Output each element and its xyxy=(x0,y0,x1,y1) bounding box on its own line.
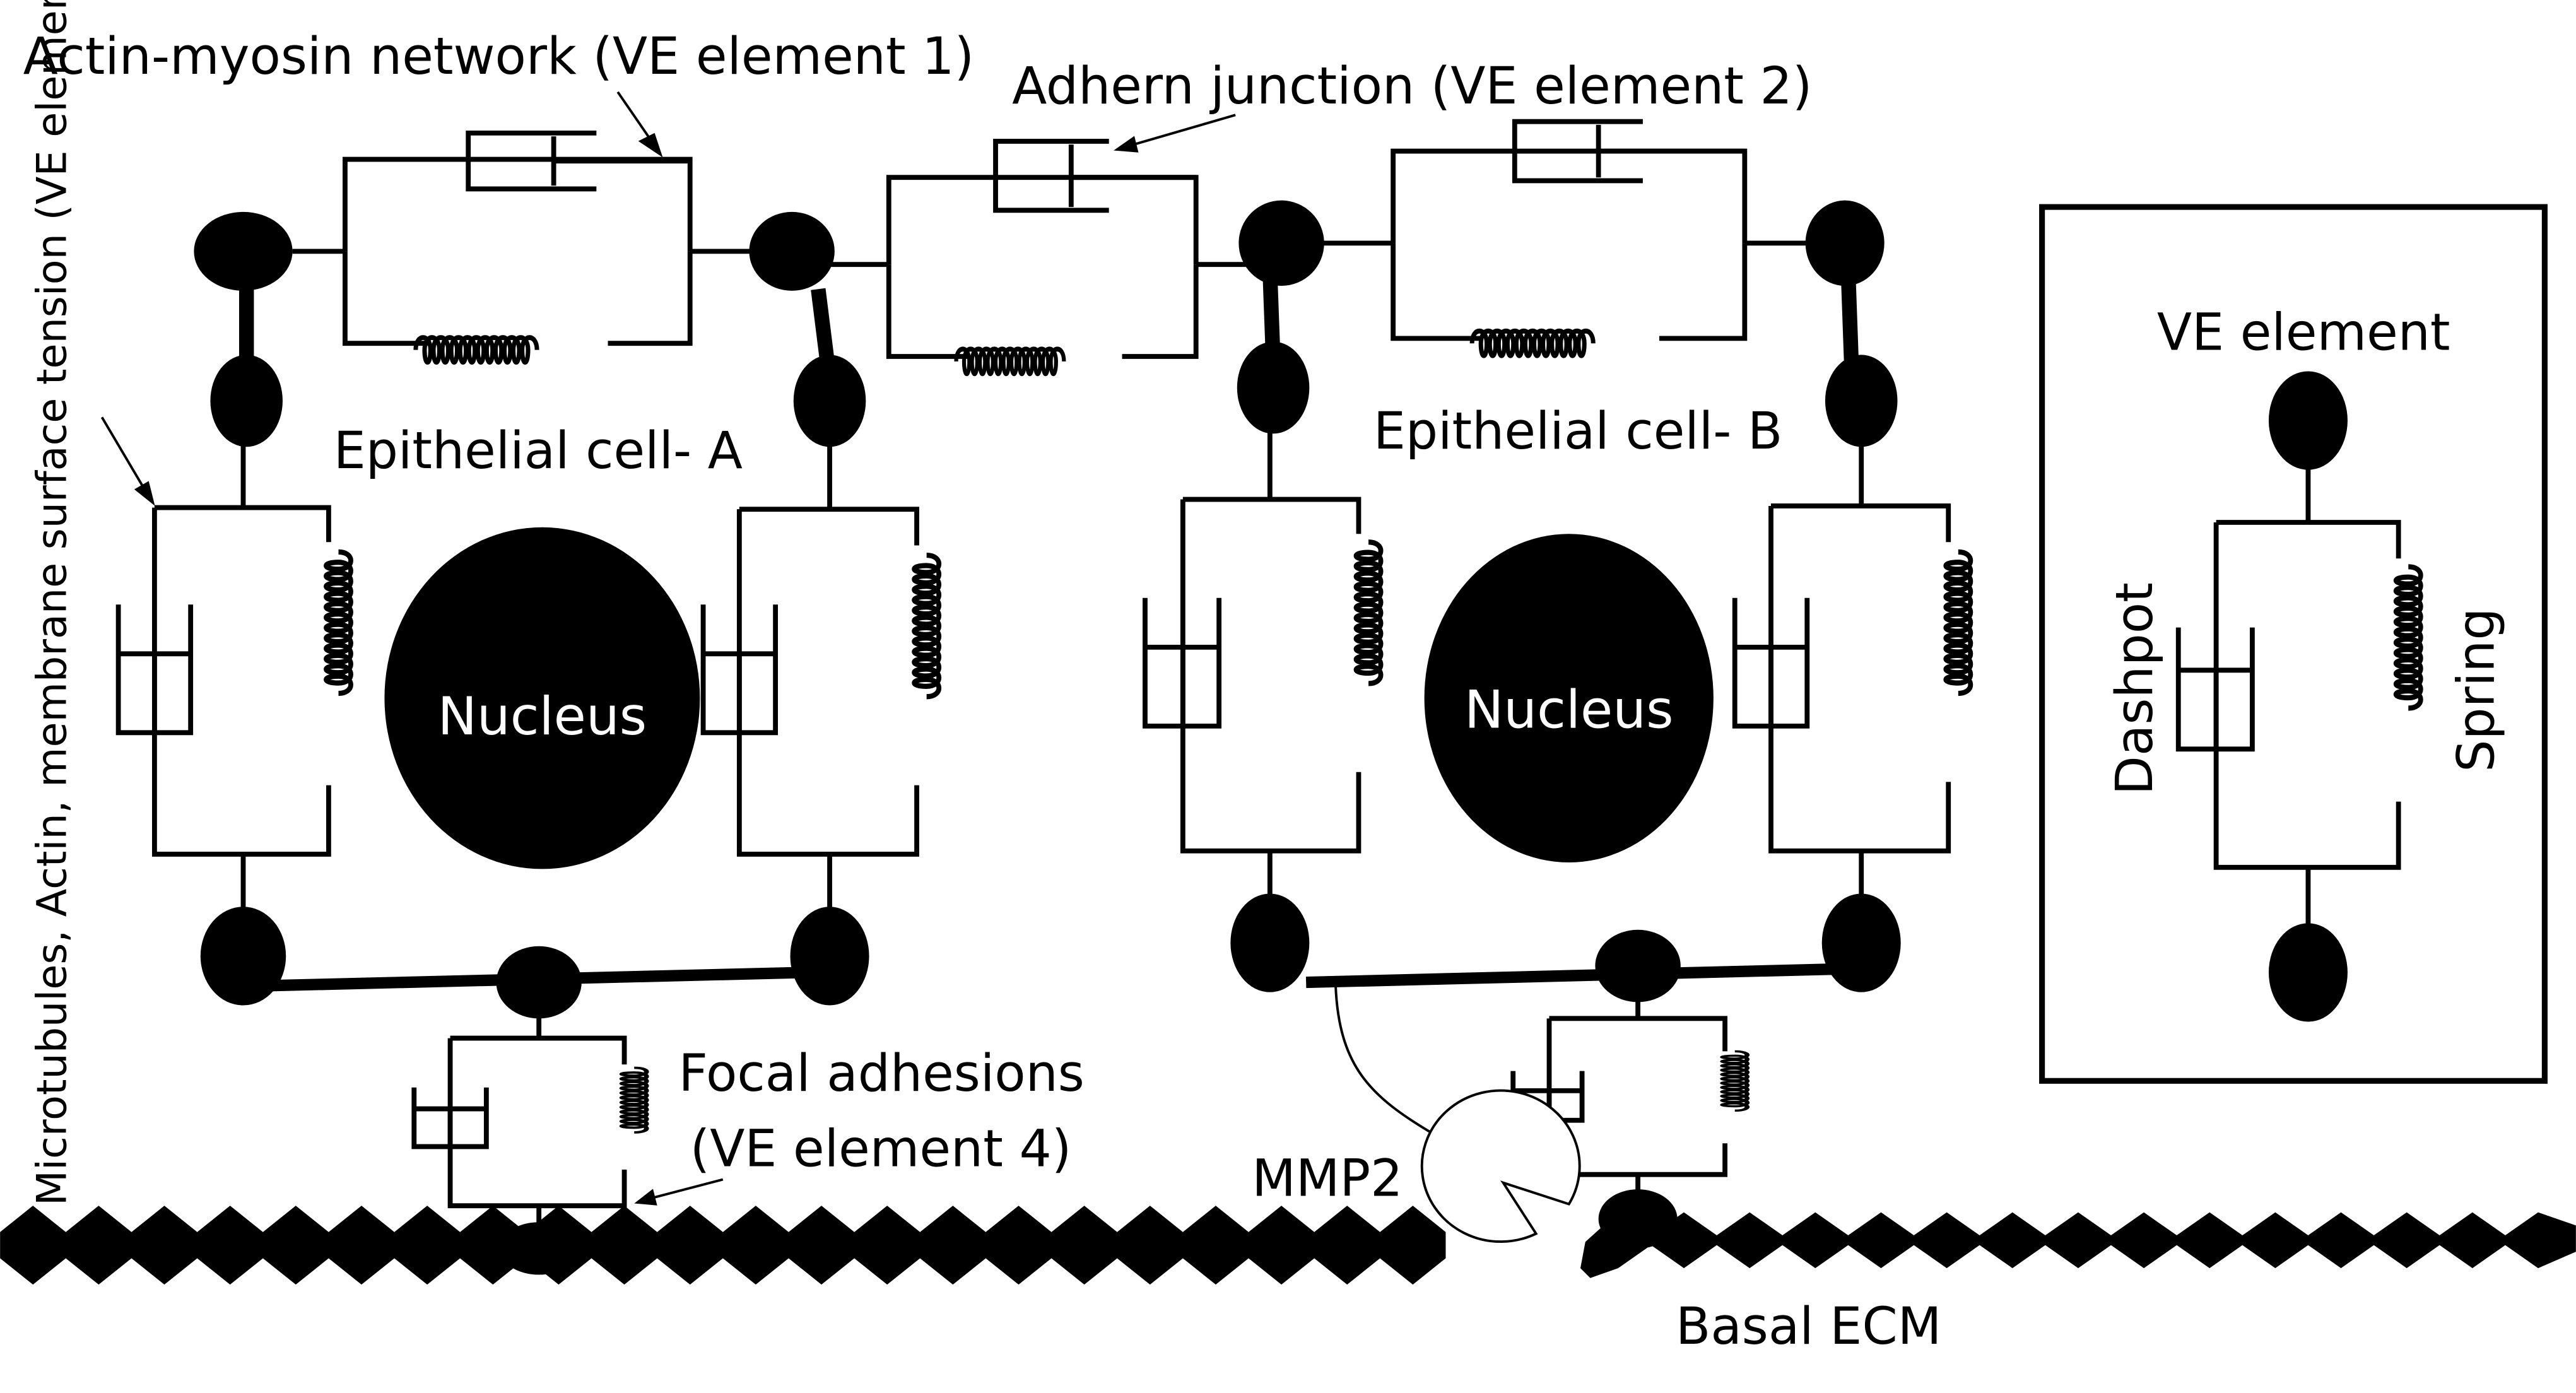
focal-adhesions-sublabel: (VE element 4) xyxy=(690,1120,1072,1179)
mmp2-tether xyxy=(1334,985,1433,1135)
node xyxy=(1237,341,1310,434)
nucleus-b-label: Nucleus xyxy=(1464,679,1674,740)
cell-a-label: Epithelial cell- A xyxy=(334,421,743,481)
adherens-spring-icon xyxy=(956,349,1064,373)
node xyxy=(1821,893,1901,992)
annotation-arrows xyxy=(100,91,1236,1206)
focal-adhesion-a-element xyxy=(411,1015,627,1229)
cell-a-right-element xyxy=(700,440,919,920)
node xyxy=(194,211,293,291)
legend-box xyxy=(2039,204,2548,1084)
node xyxy=(1805,200,1885,286)
node xyxy=(1595,929,1681,1002)
legend-spring-label: Spring xyxy=(2447,608,2507,772)
node xyxy=(496,946,582,1019)
node xyxy=(200,907,286,1006)
nucleus-a xyxy=(384,527,700,869)
focal-adhesion-b-spring-icon xyxy=(1722,1051,1747,1110)
node xyxy=(790,907,869,1006)
node xyxy=(1825,355,1898,447)
cell-b-label: Epithelial cell- B xyxy=(1373,402,1782,461)
cell-b-right-element xyxy=(1732,440,1951,917)
node xyxy=(749,211,835,291)
mmp2-label: MMP2 xyxy=(1252,1149,1403,1209)
legend-node-bottom xyxy=(2268,923,2348,1022)
nucleus-b xyxy=(1424,534,1714,862)
cell-b-right-spring-icon xyxy=(1946,552,1970,693)
legend-title: VE element xyxy=(2157,303,2450,363)
focal-adhesion-a-spring-icon xyxy=(622,1067,647,1132)
cell-b-left-element xyxy=(1143,430,1362,917)
nucleus-a-label: Nucleus xyxy=(438,686,647,747)
nodes xyxy=(194,200,1901,1275)
cell-a-left-element xyxy=(115,430,331,920)
legend-spring-icon xyxy=(2396,567,2421,708)
microtubules-label: Microtubules, Actin, membrane surface te… xyxy=(28,0,76,1206)
legend-node-top xyxy=(2268,371,2348,470)
node xyxy=(1230,893,1310,992)
actin-myosin-label: Actin-myosin network (VE element 1) xyxy=(23,27,975,86)
cell-b-top-element xyxy=(1314,119,1808,341)
mmp2-enzyme-icon xyxy=(1420,1089,1581,1243)
adherens-junction-element xyxy=(821,139,1249,359)
cell-a-right-spring-icon xyxy=(914,555,939,696)
actin-myosin-element xyxy=(292,131,756,346)
focal-adhesions-label: Focal adhesions xyxy=(679,1044,1085,1103)
cell-a-left-spring-icon xyxy=(326,552,351,693)
node xyxy=(793,355,866,447)
actin-myosin-spring-icon xyxy=(416,338,537,362)
cell-b-top-spring-icon xyxy=(1472,331,1593,356)
basal-ecm-label: Basal ECM xyxy=(1676,1297,1941,1356)
basal-ecm-right xyxy=(1580,1212,2576,1278)
basal-ecm-left xyxy=(0,1206,1446,1285)
adherens-label: Adhern junction (VE element 2) xyxy=(1012,57,1812,116)
node xyxy=(210,355,283,447)
node xyxy=(1238,200,1324,286)
legend-dashpot-label: Dashpot xyxy=(2105,582,2165,795)
cell-b-left-spring-icon xyxy=(1356,542,1381,683)
